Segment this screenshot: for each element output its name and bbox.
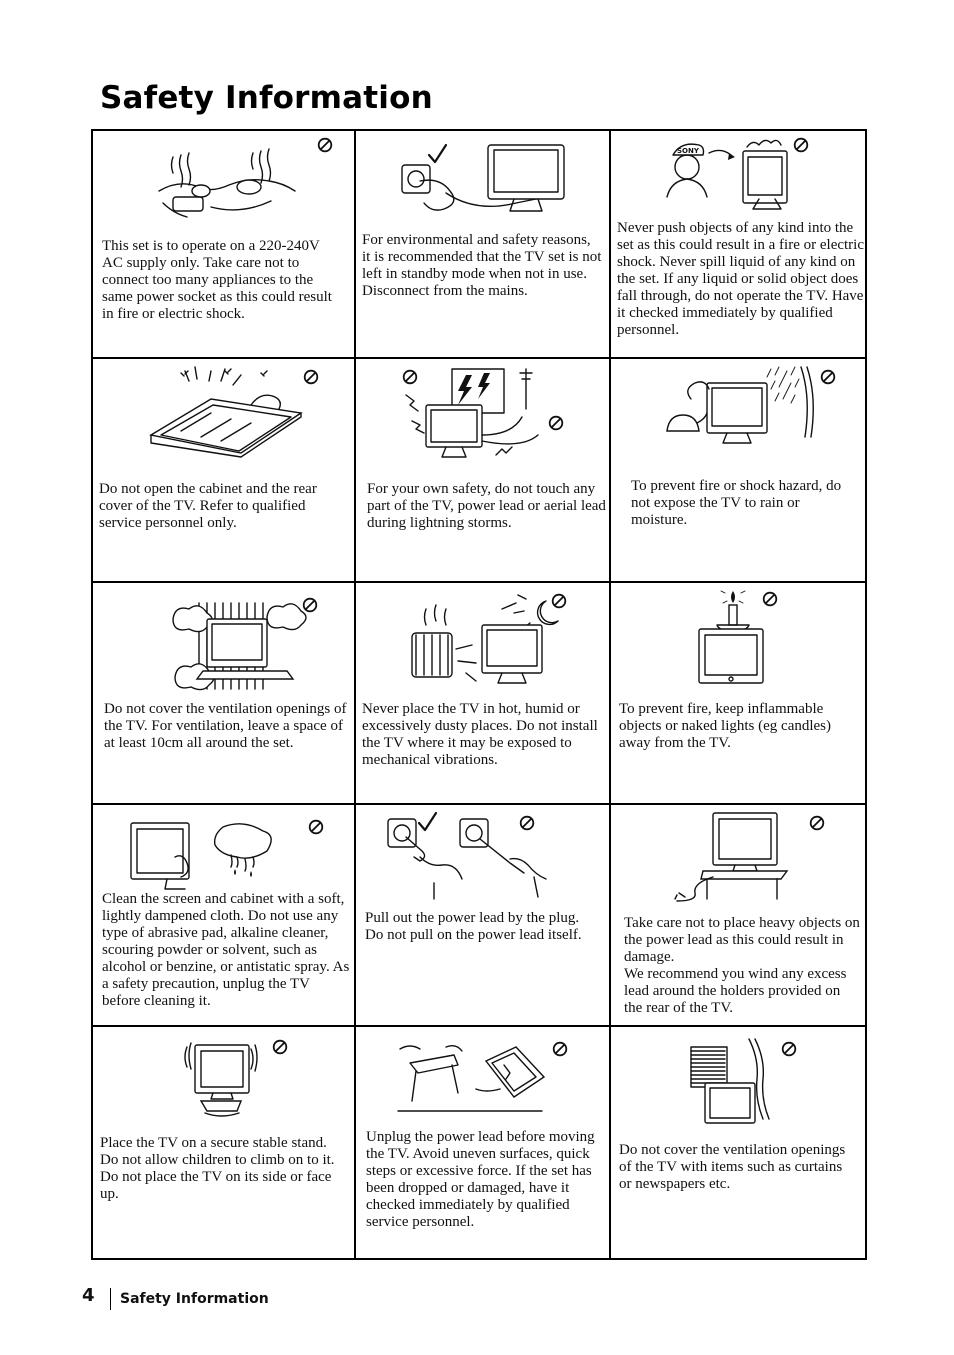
checkmark-icon <box>427 143 448 164</box>
fallen-tv-illustration <box>396 1039 546 1119</box>
grid-divider <box>93 803 865 805</box>
safety-text: This set is to operate on a 220-240V AC … <box>102 238 332 322</box>
plug-pulling-illustration <box>386 813 576 903</box>
safety-cell-standby: For environmental and safety reasons, it… <box>356 131 609 357</box>
prohibited-icon <box>519 815 535 831</box>
safety-cell-candles: To prevent fire, keep inflammable object… <box>611 583 867 803</box>
prohibited-icon <box>762 591 778 607</box>
prohibited-icon <box>820 369 836 385</box>
safety-text: Never push objects of any kind into the … <box>617 220 864 338</box>
safety-cell-power-supply: This set is to operate on a 220-240V AC … <box>93 131 354 357</box>
overloaded-socket-illustration <box>151 145 301 220</box>
safety-text: For environmental and safety reasons, it… <box>362 232 602 299</box>
safety-cell-rain-moisture: To prevent fire or shock hazard, do not … <box>611 359 867 581</box>
safety-text: Do not cover the ventilation openings of… <box>619 1142 846 1192</box>
lightning-storm-illustration <box>396 365 556 475</box>
cap-brand-label: SONY <box>677 147 700 155</box>
safety-cell-cleaning: Clean the screen and cabinet with a soft… <box>93 805 354 1025</box>
prohibited-icon <box>272 1039 288 1055</box>
safety-cell-stable-stand: Place the TV on a secure stable stand. D… <box>93 1027 354 1260</box>
prohibited-icon <box>548 415 564 431</box>
prohibited-icon <box>302 597 318 613</box>
heater-sun-illustration <box>406 589 586 689</box>
safety-cell-objects-liquids: SONY Never push objects of any kind into… <box>611 131 867 357</box>
safety-cell-cabinet: Do not open the cabinet and the rear cov… <box>93 359 354 581</box>
cleaning-cloth-illustration <box>127 817 287 897</box>
safety-text: Do not cover the ventilation openings of… <box>104 701 347 751</box>
prohibited-icon <box>402 369 418 385</box>
prohibited-icon <box>551 593 567 609</box>
page-number: 4 <box>82 1285 95 1306</box>
grid-divider <box>93 357 865 359</box>
open-cabinet-illustration <box>141 365 311 465</box>
safety-text: Pull out the power lead by the plug. Do … <box>365 910 582 943</box>
safety-text: Place the TV on a secure stable stand. D… <box>100 1135 335 1202</box>
prohibited-icon <box>308 819 324 835</box>
tv-stand-cable-illustration <box>673 809 793 905</box>
page-title: Safety Information <box>100 80 433 116</box>
safety-text: To prevent fire or shock hazard, do not … <box>631 478 842 528</box>
grid-divider <box>93 581 865 583</box>
prohibited-icon <box>317 137 333 153</box>
tv-unplugging-illustration <box>396 141 576 221</box>
technician-illustration: SONY <box>663 135 793 215</box>
safety-cell-pull-plug: Pull out the power lead by the plug. Do … <box>356 805 609 1025</box>
safety-text: Never place the TV in hot, humid or exce… <box>362 701 598 768</box>
candle-tv-illustration <box>689 589 779 689</box>
unstable-tv-illustration <box>181 1037 271 1127</box>
safety-grid: This set is to operate on a 220-240V AC … <box>91 129 867 1260</box>
safety-text: Do not open the cabinet and the rear cov… <box>99 481 317 531</box>
safety-text: For your own safety, do not touch any pa… <box>367 481 606 531</box>
footer-label: Safety Information <box>120 1291 269 1307</box>
safety-cell-covering: Do not cover the ventilation openings of… <box>611 1027 867 1260</box>
ventilation-space-illustration <box>169 599 309 695</box>
safety-text: To prevent fire, keep inflammable object… <box>619 701 832 751</box>
grid-divider <box>609 131 611 1258</box>
prohibited-icon <box>781 1041 797 1057</box>
safety-cell-moving-tv: Unplug the power lead before moving the … <box>356 1027 609 1260</box>
prohibited-icon <box>552 1041 568 1057</box>
prohibited-icon <box>809 815 825 831</box>
safety-cell-hot-humid: Never place the TV in hot, humid or exce… <box>356 583 609 803</box>
safety-cell-ventilation-space: Do not cover the ventilation openings of… <box>93 583 354 803</box>
newspapers-curtain-illustration <box>689 1037 789 1127</box>
safety-cell-power-lead: Take care not to place heavy objects on … <box>611 805 867 1025</box>
safety-text: Clean the screen and cabinet with a soft… <box>102 891 350 1009</box>
rain-kettle-illustration <box>651 363 821 463</box>
prohibited-icon <box>793 137 809 153</box>
checkmark-icon <box>417 811 438 832</box>
safety-text: Unplug the power lead before moving the … <box>366 1129 595 1230</box>
safety-cell-lightning: For your own safety, do not touch any pa… <box>356 359 609 581</box>
safety-text: Take care not to place heavy objects on … <box>624 915 860 1016</box>
footer-divider <box>110 1288 111 1310</box>
grid-divider <box>354 131 356 1258</box>
prohibited-icon <box>303 369 319 385</box>
grid-divider <box>93 1025 865 1027</box>
